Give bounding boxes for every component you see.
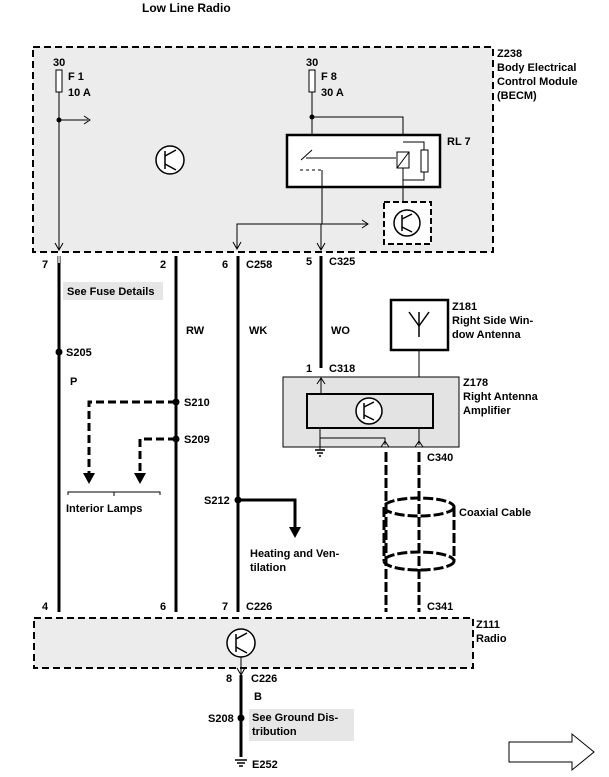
fuse1-symbol <box>55 69 63 93</box>
relay-driver-transistor-icon <box>393 209 421 237</box>
wire-s210-branch <box>87 400 176 474</box>
splice-s209: S209 <box>184 434 210 446</box>
relay-diode-top <box>403 141 425 150</box>
becm-transistor-collector <box>164 149 177 157</box>
page-title: Low Line Radio <box>142 1 231 15</box>
becm-link-arrow-right <box>361 219 369 229</box>
fuse8-rating: 30 A <box>321 87 344 99</box>
ground-point-e252: E252 <box>252 759 278 771</box>
splice-s205-dot <box>55 348 63 356</box>
radio-name: Radio <box>476 633 507 645</box>
ground-dist-line1: See Ground Dis- <box>252 712 339 724</box>
fuse1-name: F 1 <box>68 71 84 83</box>
relay-label: RL 7 <box>447 136 471 148</box>
s212-branch-arrow <box>289 527 301 538</box>
relay-box <box>285 133 442 189</box>
fuse1-rating: 10 A <box>68 87 91 99</box>
amplifier-name-line1: Right Antenna <box>463 391 539 403</box>
amplifier-pin-1: 1 <box>306 363 312 375</box>
becm-pin-5: 5 <box>306 256 312 268</box>
wire-s212-branch <box>238 498 297 528</box>
amplifier-id: Z178 <box>463 377 488 389</box>
radio-transistor-collector <box>235 632 248 640</box>
relay-diode <box>420 149 429 173</box>
amplifier-output-internal <box>320 437 386 445</box>
radio-pin-4: 4 <box>42 601 49 613</box>
connector-c258: C258 <box>246 259 272 271</box>
amplifier-transistor-icon <box>355 397 383 425</box>
amplifier-transistor-collector <box>363 401 375 408</box>
coax-label: Coaxial Cable <box>459 507 531 519</box>
amplifier-name-line2: Amplifier <box>463 405 511 417</box>
radio-pin-7: 7 <box>222 601 228 613</box>
becm-name-line1: Body Electrical <box>497 62 576 74</box>
antenna-id: Z181 <box>452 301 477 313</box>
amplifier-output-arrow2 <box>414 440 424 448</box>
relay-diode-bottom <box>403 172 425 181</box>
relay-switch-contact <box>300 149 313 161</box>
amplifier-transistor-emitter <box>363 414 375 421</box>
connector-c226-bottom: C226 <box>251 673 277 685</box>
radio-transistor-icon <box>226 628 256 658</box>
connector-c341: C341 <box>427 601 453 613</box>
antenna-icon <box>408 311 430 328</box>
splice-s212: S212 <box>204 495 230 507</box>
splice-s210: S210 <box>184 397 210 409</box>
radio-pin-8: 8 <box>226 673 232 685</box>
becm-link-pin6 <box>236 223 368 248</box>
becm-link-pin6-arrow <box>232 241 242 251</box>
becm-pin-6: 6 <box>222 259 228 271</box>
wire-label-p: P <box>70 376 77 388</box>
wire-label-rw: RW <box>186 325 205 337</box>
becm-transistor-icon <box>155 145 185 175</box>
s210-branch-arrow <box>83 473 95 484</box>
fuse8-name: F 8 <box>321 71 337 83</box>
antenna-name-line2: dow Antenna <box>452 329 522 341</box>
heating-label-line1: Heating and Ven- <box>250 548 340 560</box>
radio-transistor-emitter <box>235 646 248 654</box>
connector-c318: C318 <box>329 363 355 375</box>
wire-label-wk: WK <box>249 325 267 337</box>
relay-driver-transistor-emitter <box>401 226 413 233</box>
fuse-details-shade <box>63 282 163 300</box>
becm-id: Z238 <box>497 48 522 60</box>
connector-c325: C325 <box>329 256 355 268</box>
fuse1-supply: 30 <box>53 57 65 69</box>
becm-pin-2: 2 <box>160 259 166 271</box>
becm-pin-7: 7 <box>42 259 48 271</box>
becm-transistor-emitter <box>164 163 177 171</box>
antenna-name-line1: Right Side Win- <box>452 315 534 327</box>
ground-dist-shade <box>249 709 354 741</box>
fuse8-supply: 30 <box>306 57 318 69</box>
relay-coil-diag <box>396 151 410 169</box>
fuse-details-label: See Fuse Details <box>67 286 154 298</box>
splice-s208: S208 <box>208 713 234 725</box>
fuse8-symbol <box>308 69 316 93</box>
radio-pin-6: 6 <box>160 601 166 613</box>
heating-label-line2: tilation <box>250 562 286 574</box>
splice-s205: S205 <box>66 347 92 359</box>
wire-s209-branch <box>138 437 176 474</box>
radio-id: Z111 <box>476 619 500 631</box>
becm-name-line2: Control Module <box>497 76 578 88</box>
wire-label-wo: WO <box>331 325 350 337</box>
becm-pin7-arrow <box>54 242 64 252</box>
wire-label-b: B <box>254 691 262 703</box>
interior-lamps-label: Interior Lamps <box>66 503 142 515</box>
becm-name-line3: (BECM) <box>497 90 537 102</box>
s209-branch-arrow <box>134 473 146 484</box>
ground-dist-line2: tribution <box>252 726 297 738</box>
amplifier-output-arrow1 <box>380 440 390 448</box>
antenna-box <box>389 298 450 352</box>
relay-driver-transistor-collector <box>401 213 413 220</box>
connector-c340: C340 <box>427 452 453 464</box>
connector-c226-top: C226 <box>246 601 272 613</box>
fuse1-branch-arrow <box>83 115 91 125</box>
splice-s208-dot <box>237 714 245 722</box>
next-page-arrow-icon[interactable] <box>508 732 595 772</box>
